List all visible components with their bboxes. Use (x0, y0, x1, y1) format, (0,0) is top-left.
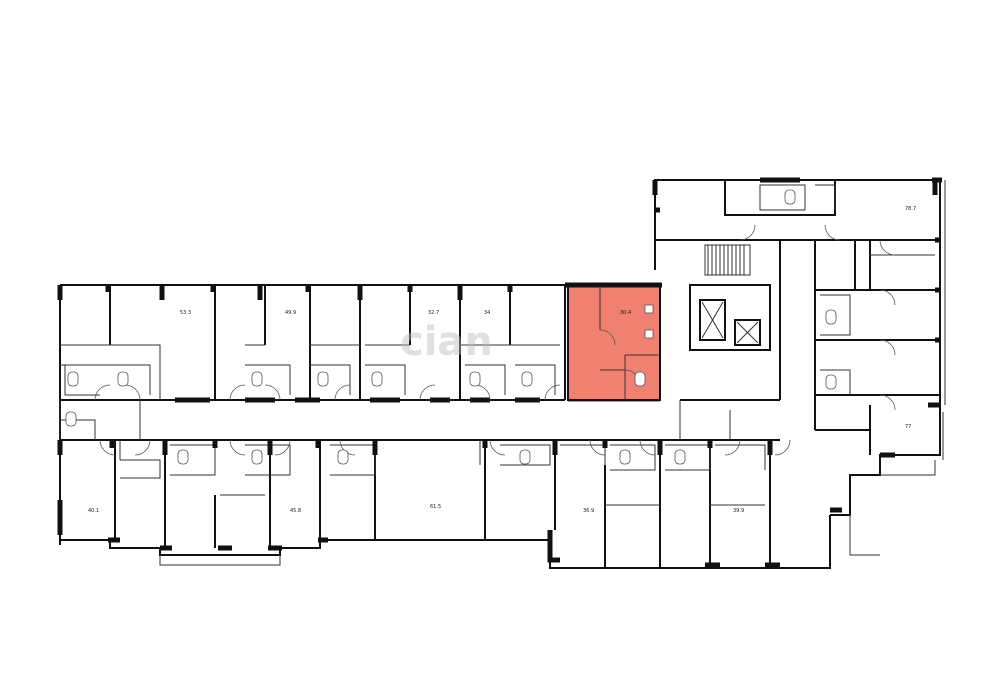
area-label[interactable]: 30.4 (620, 310, 631, 316)
area-label: 39.9 (733, 508, 744, 514)
top-row-walls (57, 285, 566, 403)
area-label: 49.9 (285, 310, 296, 316)
fixtures (65, 189, 837, 465)
watermark: cian (400, 319, 493, 365)
bottom-row-walls (57, 400, 773, 568)
area-labels: 53.3 49.9 32.7 34 30.4 78.7 77 40.1 45.8… (88, 206, 916, 514)
area-label: 32.7 (428, 310, 439, 316)
exterior-walls (57, 177, 946, 569)
area-label: 40.1 (88, 508, 99, 514)
building-core (660, 239, 940, 440)
area-label: 53.3 (180, 310, 191, 316)
stairs (704, 244, 751, 276)
area-label: 78.7 (905, 206, 916, 212)
area-label: 34 (484, 310, 490, 316)
area-label: 61.5 (430, 504, 441, 510)
corridor (60, 399, 780, 465)
right-wing-walls (655, 177, 940, 455)
area-label: 45.8 (290, 508, 301, 514)
area-label: 36.9 (583, 508, 594, 514)
area-label: 77 (905, 424, 911, 430)
selected-apartment[interactable] (568, 287, 660, 402)
